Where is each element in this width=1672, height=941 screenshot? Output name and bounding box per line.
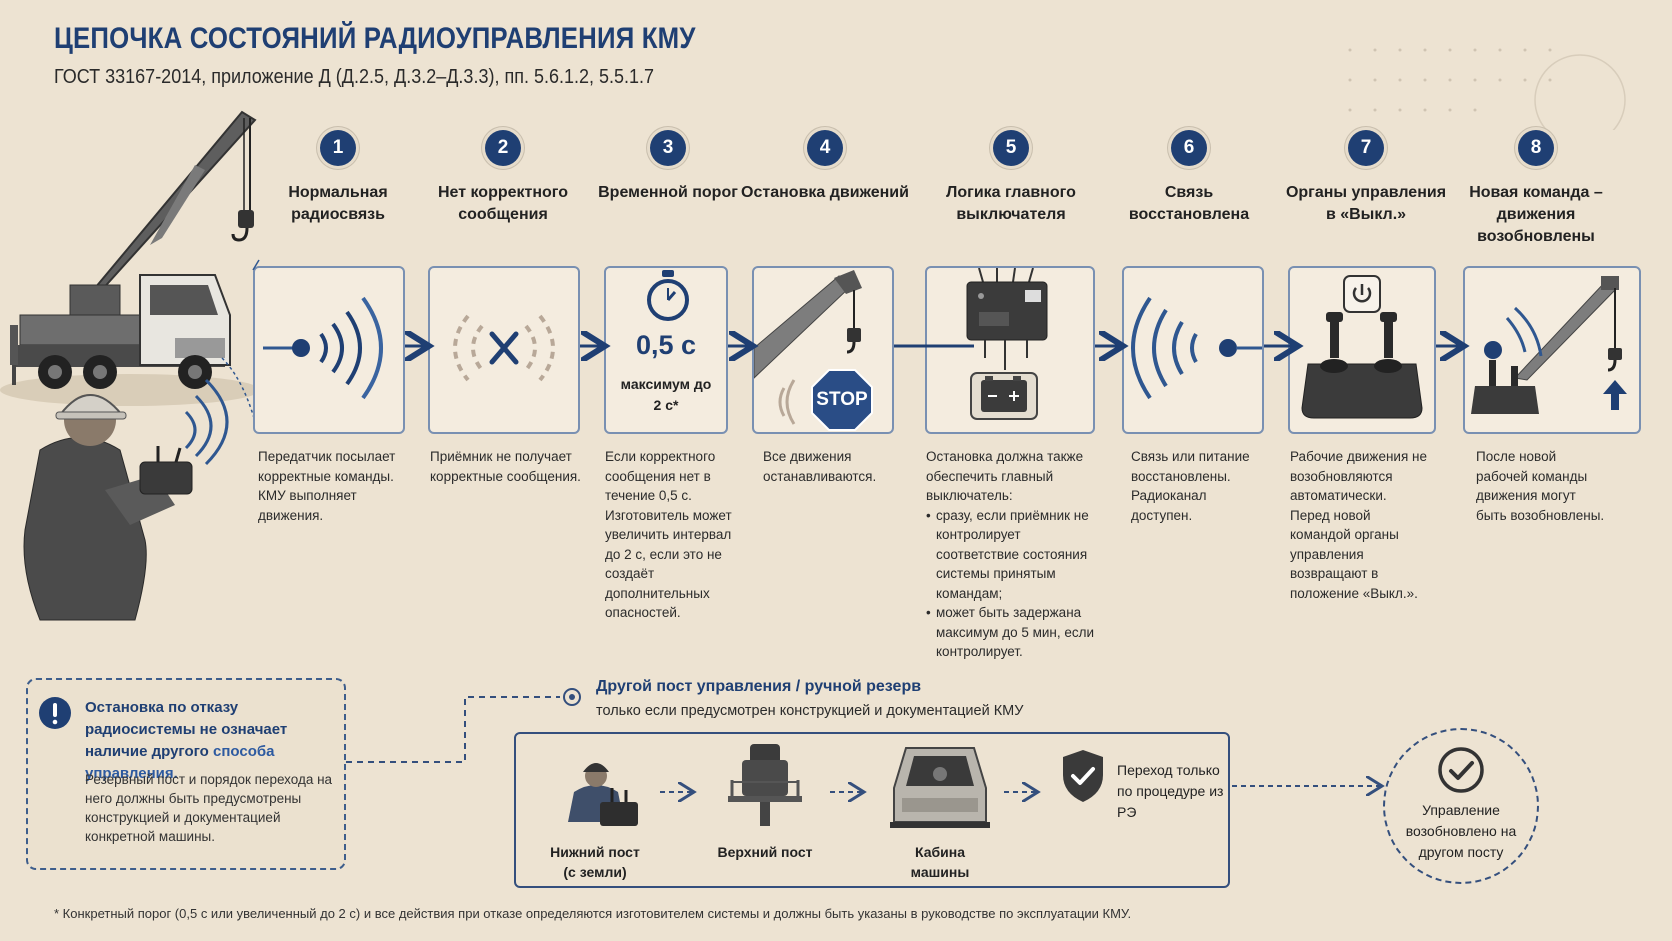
step-5-description: Остановка должна также обеспечить главны… <box>926 447 1096 662</box>
step-2-number: 2 <box>485 130 521 166</box>
result-label: Управление возобновлено на другом посту <box>1405 802 1517 860</box>
crane-truck-illustration <box>0 110 260 621</box>
alternative-title: Другой пост управления / ручной резерв <box>596 678 922 695</box>
step-1-card <box>253 266 405 434</box>
warning-title-emphasis: способа управления. <box>85 743 275 782</box>
procedure-text: Переход только по процедуре из РЭ <box>1117 762 1224 820</box>
cabin-label-line1: Кабина <box>915 844 965 860</box>
crane-stop-illustration <box>754 270 862 425</box>
step-3-title: Временной порог <box>598 184 738 201</box>
step-8-description: После новой рабочей команды движения мог… <box>1476 449 1605 523</box>
stop-sign-label: STOP <box>816 389 868 410</box>
upper-post-label-line1: Верхний пост <box>717 844 813 860</box>
lower-post-label-line2: (с земли) <box>563 864 627 880</box>
step-2-card <box>428 266 580 434</box>
step-8-title: Новая команда – движения возобновлены <box>1469 184 1603 245</box>
alternative-box <box>514 732 1230 888</box>
step-5-title: Логика главного выключателя <box>946 184 1076 223</box>
step-1-title: Нормальная радиосвязь <box>288 184 388 223</box>
radio-signal-icon <box>263 296 383 400</box>
step-6-number: 6 <box>1171 130 1207 166</box>
step-2-description: Приёмник не получает корректные сообщени… <box>430 449 581 484</box>
step-5-card <box>925 266 1095 434</box>
decorative-dots <box>1348 48 1626 130</box>
result-circle <box>1383 728 1539 884</box>
step-4-description: Все движения останавливаются. <box>763 449 877 484</box>
page-title: ЦЕПОЧКА СОСТОЯНИЙ РАДИОУПРАВЛЕНИЯ КМУ <box>54 22 696 55</box>
signal-lost-icon <box>453 314 555 382</box>
step-8-card <box>1463 266 1641 434</box>
shield-check-icon <box>1063 750 1103 802</box>
step-6-title: Связь восстановлена <box>1128 184 1250 223</box>
step-3-number: 3 <box>650 130 686 166</box>
step-8-number: 8 <box>1518 130 1554 166</box>
step-7-number: 7 <box>1348 130 1384 166</box>
warning-title: Остановка по отказу радиосистемы не озна… <box>85 697 343 785</box>
threshold-value: 0,5 с <box>635 330 697 360</box>
movement-resumed-illustration <box>1471 276 1627 414</box>
step-4-number: 4 <box>807 130 843 166</box>
lower-post-label-line1: Нижний пост <box>550 844 640 860</box>
stop-sign-icon <box>811 369 873 431</box>
controls-off-illustration <box>1301 275 1423 419</box>
threshold-max-note: максимум до 2 с* <box>620 376 712 413</box>
step-5-number: 5 <box>993 130 1029 166</box>
lower-post-label: Нижний пост (с земли) <box>540 842 650 882</box>
warning-title-main: Остановка по отказу радиосистемы не озна… <box>85 699 288 760</box>
cabin-label-line2: машины <box>910 864 970 880</box>
warning-box <box>26 678 346 870</box>
signal-restored-icon <box>1131 296 1262 400</box>
step-6-description: Связь или питание восстановлены. Радиока… <box>1131 449 1250 523</box>
upper-post-illustration <box>728 744 802 826</box>
stopwatch-icon <box>647 270 689 321</box>
step-2-title: Нет корректного сообщения <box>437 184 569 223</box>
step-5-description-item: может быть задержана максимум до 5 мин, … <box>926 603 1096 662</box>
page-subtitle: ГОСТ 33167-2014, приложение Д (Д.2.5, Д.… <box>54 66 655 88</box>
check-circle-icon <box>1438 747 1484 793</box>
lower-post-operator-illustration <box>568 763 638 826</box>
main-switch-illustration <box>966 268 1048 420</box>
step-7-description: Рабочие движения не возобновляются автом… <box>1290 449 1427 601</box>
step-4-title: Остановка движений <box>741 184 909 201</box>
cabin-illustration <box>890 747 990 828</box>
step-3-card: 0,5 с максимум до 2 с* <box>604 266 728 434</box>
exclamation-icon <box>39 697 71 729</box>
cabin-label: Кабина машины <box>880 842 1000 882</box>
step-4-card: STOP <box>752 266 894 434</box>
warning-text: Резервный пост и порядок перехода на нег… <box>85 772 333 844</box>
step-1-description: Передатчик посылает корректные команды. … <box>258 449 396 523</box>
alternative-subtitle: только если предусмотрен конструкцией и … <box>596 703 1024 719</box>
step-7-card <box>1288 266 1436 434</box>
step-7-title: Органы управления в «Выкл.» <box>1285 184 1447 223</box>
upper-post-label: Верхний пост <box>705 842 825 862</box>
step-6-card <box>1122 266 1264 434</box>
step-5-description-intro: Остановка должна также обеспечить главны… <box>926 449 1084 503</box>
step-5-description-item: сразу, если приёмник не контролирует соо… <box>926 506 1096 604</box>
step-1-number: 1 <box>320 130 356 166</box>
step-3-description: Если корректного сообщения нет в течение… <box>605 449 732 620</box>
footnote: * Конкретный порог (0,5 с или увеличенны… <box>54 906 1132 921</box>
